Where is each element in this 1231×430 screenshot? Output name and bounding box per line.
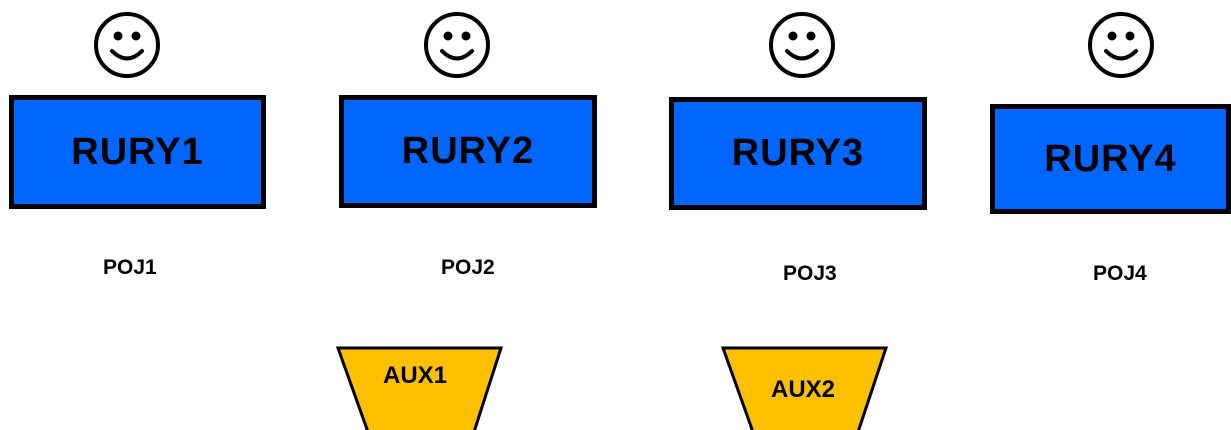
aux-trapezoid: AUX2 xyxy=(718,346,888,430)
rury-box: RURY1 xyxy=(9,95,266,209)
aux-trapezoid: AUX1 xyxy=(335,346,505,430)
rury-box: RURY2 xyxy=(339,95,597,208)
smiley-face-icon xyxy=(92,10,162,80)
rury-box: RURY4 xyxy=(990,104,1231,214)
aux-label: AUX1 xyxy=(382,362,448,389)
poj-label: POJ1 xyxy=(103,256,157,279)
poj-label: POJ3 xyxy=(783,262,837,285)
poj-label: POJ4 xyxy=(1093,262,1147,285)
smiley-face-icon xyxy=(1086,10,1156,80)
smiley-face-icon xyxy=(767,10,837,80)
rury-box: RURY3 xyxy=(669,97,927,210)
smiley-face-icon xyxy=(422,10,492,80)
aux-label: AUX2 xyxy=(770,376,836,403)
poj-label: POJ2 xyxy=(441,256,495,279)
